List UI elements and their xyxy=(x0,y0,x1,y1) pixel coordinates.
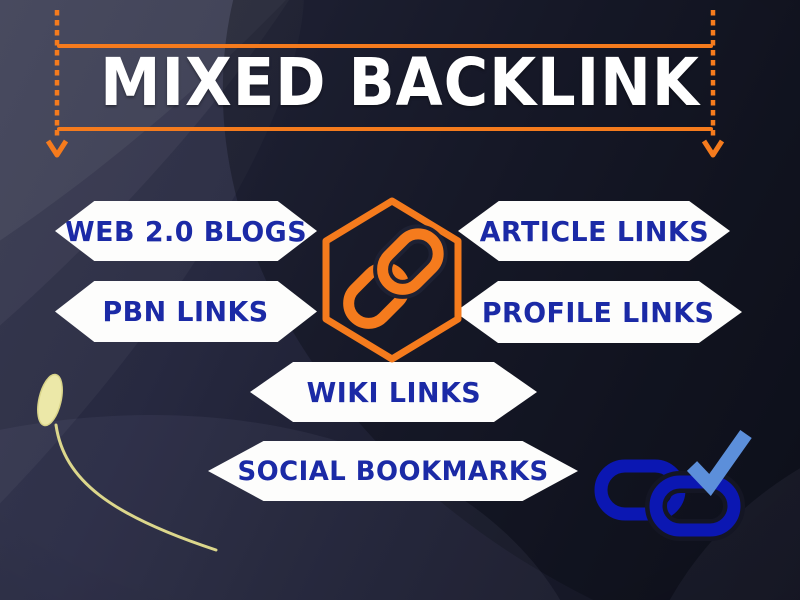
header-rule-top xyxy=(57,44,713,48)
badge-wiki-links: WIKI LINKS xyxy=(250,362,537,422)
chain-link-hexagon-icon xyxy=(322,197,462,363)
plant-stem-decoration xyxy=(30,368,230,563)
chain-link-checkmark-icon xyxy=(594,429,752,541)
badge-social-bookmarks-label: SOCIAL BOOKMARKS xyxy=(237,455,549,487)
badge-article-links: ARTICLE LINKS xyxy=(458,201,730,261)
verified-link xyxy=(592,424,760,564)
poster-title: MIXED BACKLINK xyxy=(100,44,700,121)
badge-article-links-label: ARTICLE LINKS xyxy=(479,214,709,248)
plant-stem-icon xyxy=(37,373,218,552)
badge-profile-links-label: PROFILE LINKS xyxy=(482,295,715,329)
center-hexagon xyxy=(320,197,464,363)
header-rule-bottom xyxy=(57,127,713,131)
badge-pbn-links: PBN LINKS xyxy=(55,281,317,342)
badge-profile-links: PROFILE LINKS xyxy=(455,281,742,343)
dotted-down-arrow-left-icon xyxy=(45,10,69,158)
badge-social-bookmarks: SOCIAL BOOKMARKS xyxy=(208,441,578,501)
dotted-down-arrow-right-icon xyxy=(701,10,725,158)
badge-wiki-links-label: WIKI LINKS xyxy=(306,375,481,409)
badge-web20-blogs-label: WEB 2.0 BLOGS xyxy=(64,214,308,248)
badge-web20-blogs: WEB 2.0 BLOGS xyxy=(55,201,317,261)
badge-pbn-links-label: PBN LINKS xyxy=(102,295,270,328)
